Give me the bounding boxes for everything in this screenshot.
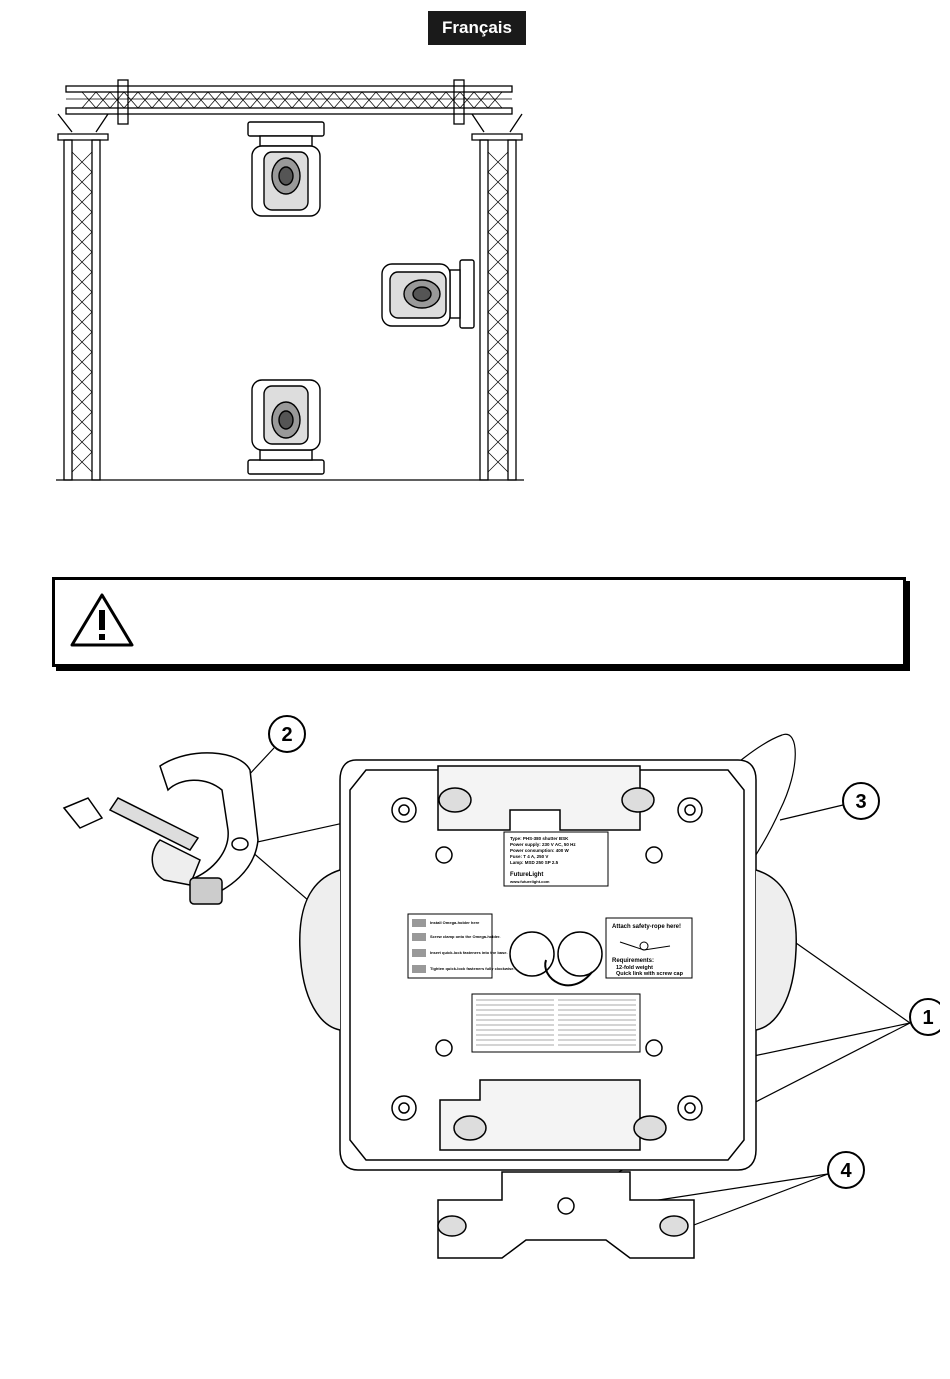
language-badge: Français xyxy=(428,11,526,45)
svg-text:www.futurelight.com: www.futurelight.com xyxy=(509,879,550,884)
mounting-diagram: 2 3 1 4 xyxy=(62,715,940,1259)
callout-1: 1 xyxy=(909,998,940,1036)
svg-text:Power supply: 230 V AC, 50 Hz: Power supply: 230 V AC, 50 Hz xyxy=(510,842,576,847)
svg-text:Insert quick-lock fasteners in: Insert quick-lock fasteners into the bas… xyxy=(430,950,508,955)
svg-text:12-fold weight: 12-fold weight xyxy=(616,965,653,971)
svg-text:3: 3 xyxy=(855,791,866,813)
svg-text:Attach safety-rope here!: Attach safety-rope here! xyxy=(612,924,681,930)
safety-rope-label: Attach safety-rope here! Requirements: 1… xyxy=(605,917,693,979)
svg-text:2: 2 xyxy=(281,724,292,746)
svg-text:FutureLight: FutureLight xyxy=(510,872,543,878)
fixture-base xyxy=(299,759,797,1171)
svg-text:Screw clamp onto the Omega-hol: Screw clamp onto the Omega-holder. xyxy=(430,934,500,939)
fixture-warning-label xyxy=(471,993,641,1053)
svg-text:Requirements:: Requirements: xyxy=(612,958,654,964)
svg-text:1: 1 xyxy=(922,1007,933,1029)
callout-4: 4 xyxy=(827,1151,865,1189)
moving-head-floor xyxy=(247,379,325,475)
type-plate: Type: PHS-380 shutter BSK Power supply: … xyxy=(503,831,609,887)
warning-box xyxy=(52,577,906,667)
callout-3: 3 xyxy=(842,782,880,820)
moving-head-side xyxy=(381,259,475,329)
svg-text:Lamp: MSD 250 SP 2.5: Lamp: MSD 250 SP 2.5 xyxy=(510,860,559,865)
svg-text:Tighten quick-lock fasteners f: Tighten quick-lock fasteners fully clock… xyxy=(430,966,515,971)
svg-text:Fuse: T 4 A, 250 V: Fuse: T 4 A, 250 V xyxy=(510,854,548,859)
truss-rig-illustration xyxy=(56,79,524,481)
callout-2: 2 xyxy=(268,715,306,753)
svg-text:Install Omega-holder here: Install Omega-holder here xyxy=(430,920,480,925)
svg-text:Quick link with screw cap: Quick link with screw cap xyxy=(616,971,684,977)
moving-head-top xyxy=(247,121,325,217)
svg-text:Type: PHS-380 shutter BSK: Type: PHS-380 shutter BSK xyxy=(510,836,569,841)
omega-clamp xyxy=(62,752,259,905)
warning-triangle-icon xyxy=(70,593,134,647)
omega-holder xyxy=(437,1171,695,1259)
svg-text:Power consumption: 400 W: Power consumption: 400 W xyxy=(510,848,570,853)
svg-text:4: 4 xyxy=(840,1160,852,1182)
instruction-label: Install Omega-holder here Screw clamp on… xyxy=(407,913,515,979)
